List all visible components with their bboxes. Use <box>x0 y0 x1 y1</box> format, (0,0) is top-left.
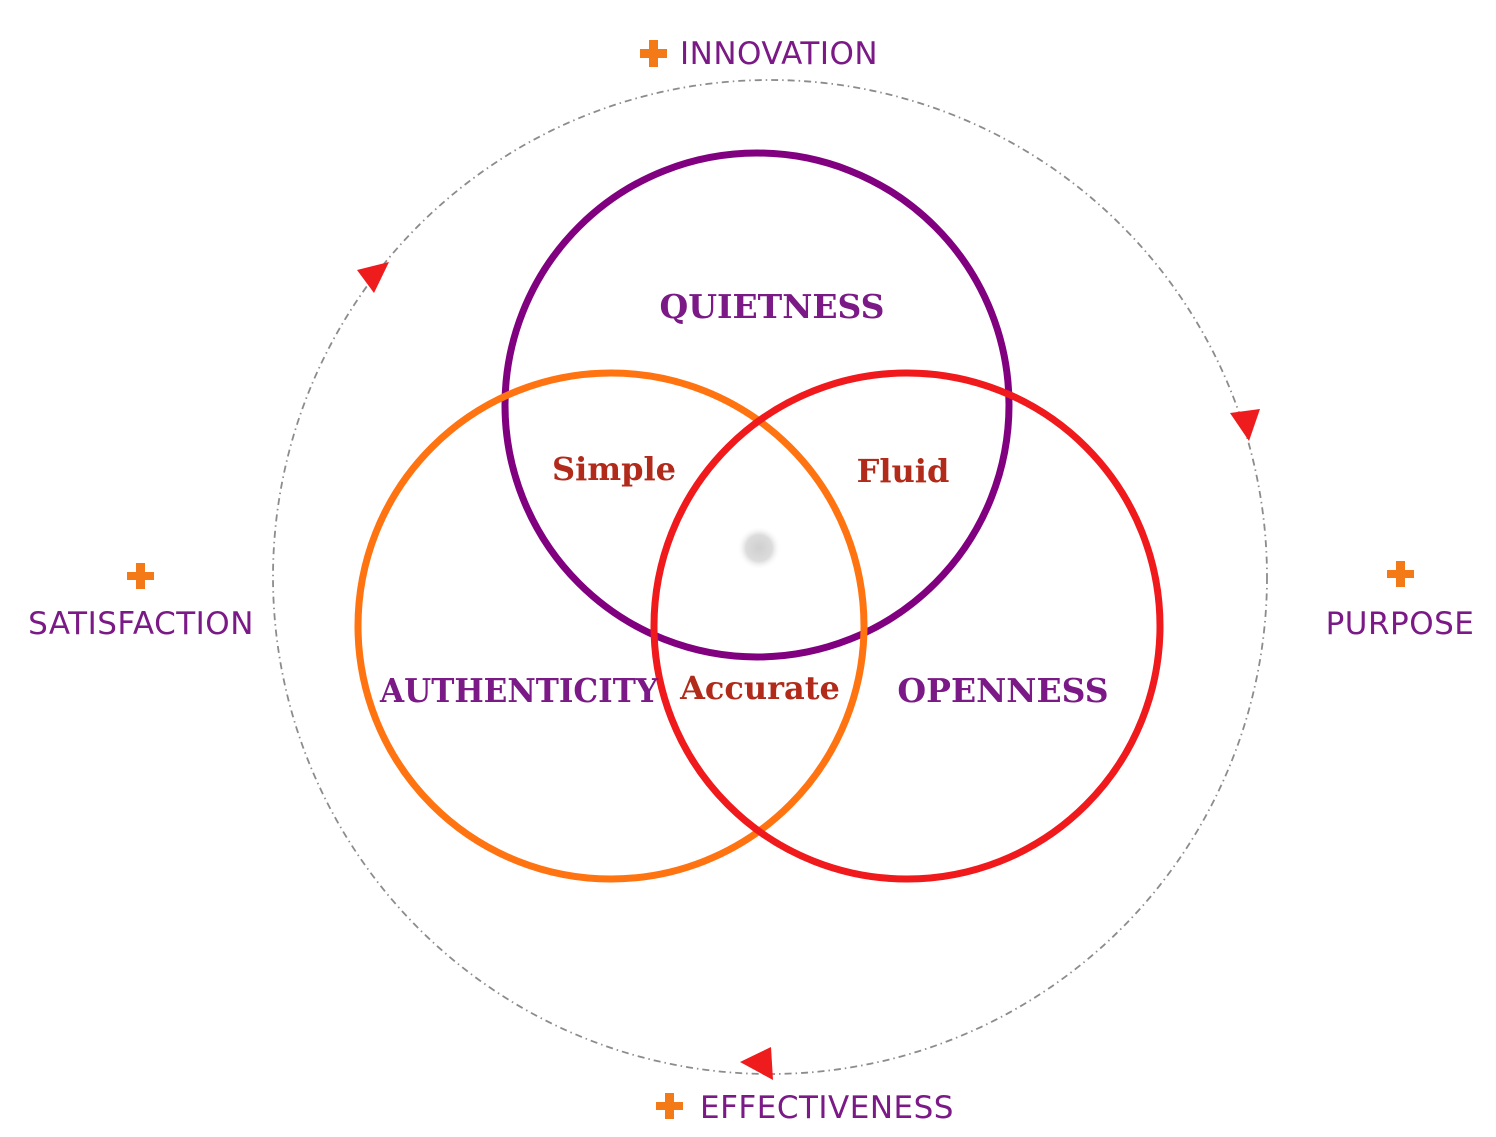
label-purpose: PURPOSE <box>1326 606 1475 642</box>
label-innovation: INNOVATION <box>680 36 878 72</box>
label-fluid: Fluid <box>857 452 950 490</box>
label-quietness: QUIETNESS <box>660 287 885 326</box>
arrowhead-icon <box>740 1047 773 1080</box>
label-authenticity: AUTHENTICITY <box>379 671 658 710</box>
label-effectiveness: EFFECTIVENESS <box>700 1090 954 1126</box>
label-openness: OPENNESS <box>897 671 1108 710</box>
quietness-circle <box>501 149 1013 661</box>
arrowhead-icon <box>357 262 389 293</box>
arrowhead-icon <box>1230 409 1260 441</box>
plus-icon <box>640 40 667 67</box>
center-dot <box>737 526 781 570</box>
label-satisfaction: SATISFACTION <box>28 606 254 642</box>
label-accurate: Accurate <box>679 669 840 707</box>
plus-icon <box>656 1093 683 1119</box>
openness-circle <box>650 369 1164 883</box>
cycle-path <box>272 79 1268 1075</box>
authenticity-circle <box>354 369 868 883</box>
plus-icon <box>1387 561 1414 587</box>
label-simple: Simple <box>552 450 676 488</box>
plus-icon <box>127 563 154 589</box>
